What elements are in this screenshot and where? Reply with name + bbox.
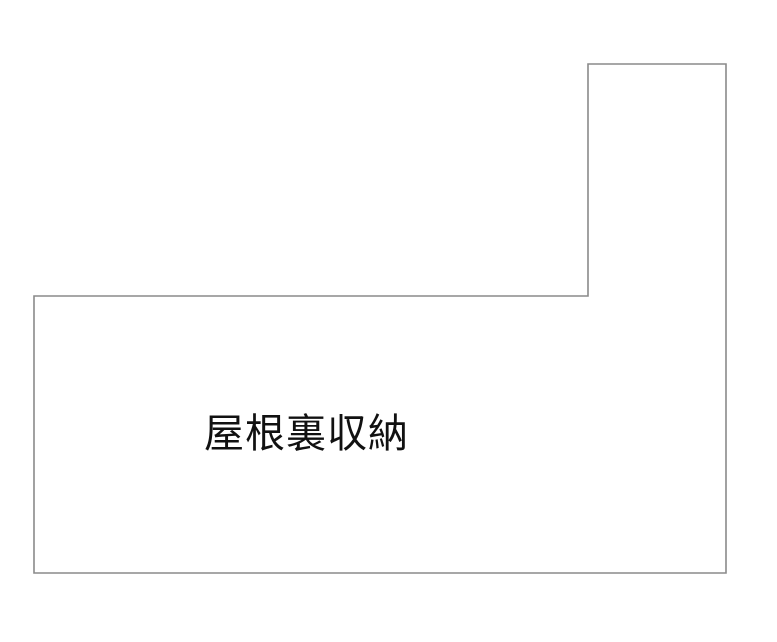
room-label-attic-storage: 屋根裏収納: [204, 411, 409, 457]
room-outline-polygon: [33, 63, 727, 574]
